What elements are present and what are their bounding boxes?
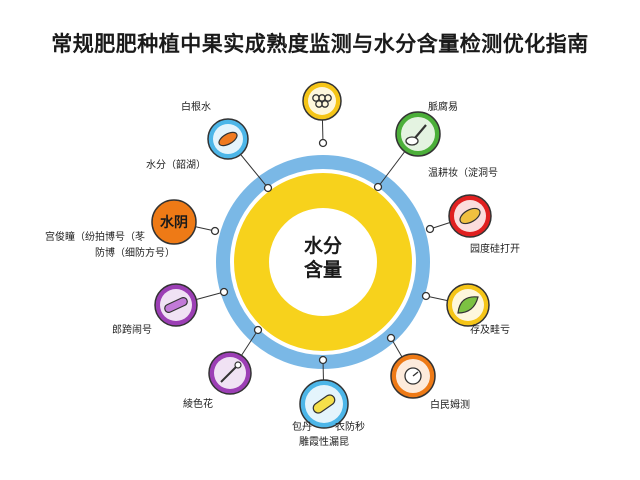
connector-dot	[318, 138, 328, 148]
connector-dot	[425, 224, 435, 234]
node-label-left: 防博（细防方号）	[95, 246, 175, 259]
flower-pattern-icon	[312, 94, 332, 108]
node-left-lower	[154, 283, 198, 327]
probe-icon	[220, 361, 242, 383]
node-label-right-upper: 温耕妆（淀洞号	[428, 166, 498, 179]
connector-dot	[386, 333, 396, 343]
node-upper-left	[207, 118, 249, 160]
node-label-lower-right: 白民姆测	[430, 398, 470, 411]
connector-dot	[263, 183, 273, 193]
connector-dot	[421, 291, 431, 301]
connector-dot	[373, 182, 383, 192]
connector-dot	[318, 355, 328, 365]
node-label-lower-left: 綾色花	[183, 397, 213, 410]
node-label-upper-left: 白根水	[181, 100, 211, 113]
node-top	[302, 81, 342, 121]
inner-ring	[233, 172, 413, 352]
connector-dot	[210, 226, 220, 236]
node-label-upper-right: 脈腐易	[428, 100, 458, 113]
center-label-line2: 含量	[304, 258, 342, 281]
node-bottom	[299, 379, 349, 429]
page-title: 常规肥肥种植中果实成熟度监测与水分含量检测优化指南	[51, 32, 589, 56]
node-label-bottom: 衣防秒	[335, 420, 365, 433]
node-label-right: 园度硅打开	[470, 242, 520, 255]
node-label-bottom: 雕霞性漏昆	[299, 435, 349, 448]
water-badge-icon: 水阴	[160, 214, 188, 231]
center-label-line1: 水分	[304, 235, 342, 257]
node-upper-right	[395, 111, 441, 157]
node-lower-right	[390, 353, 436, 399]
connector-dot	[253, 325, 263, 335]
node-label-bottom: 包丹	[292, 420, 312, 433]
chili-icon	[459, 207, 481, 225]
leaf-icon	[457, 296, 479, 314]
node-lower-left	[208, 351, 252, 395]
center-disc	[271, 210, 375, 314]
connector-dot	[219, 287, 229, 297]
node-right-upper	[448, 194, 492, 238]
sausage-icon	[164, 297, 188, 313]
shovel-icon	[405, 124, 427, 146]
node-label-right-lower: 存及畦亏	[470, 323, 510, 336]
node-left: 水阴	[151, 199, 197, 245]
gauge-icon	[404, 367, 422, 385]
capsule-icon	[218, 131, 238, 147]
thermometer-icon	[312, 394, 336, 414]
node-right	[446, 283, 490, 327]
node-label-left-upper: 水分（韶湖）	[146, 158, 206, 171]
node-label-left-lower: 郎跨闹号	[112, 323, 152, 336]
node-label-left: 宫俊瞳（纷拍博号（苳	[45, 230, 145, 243]
